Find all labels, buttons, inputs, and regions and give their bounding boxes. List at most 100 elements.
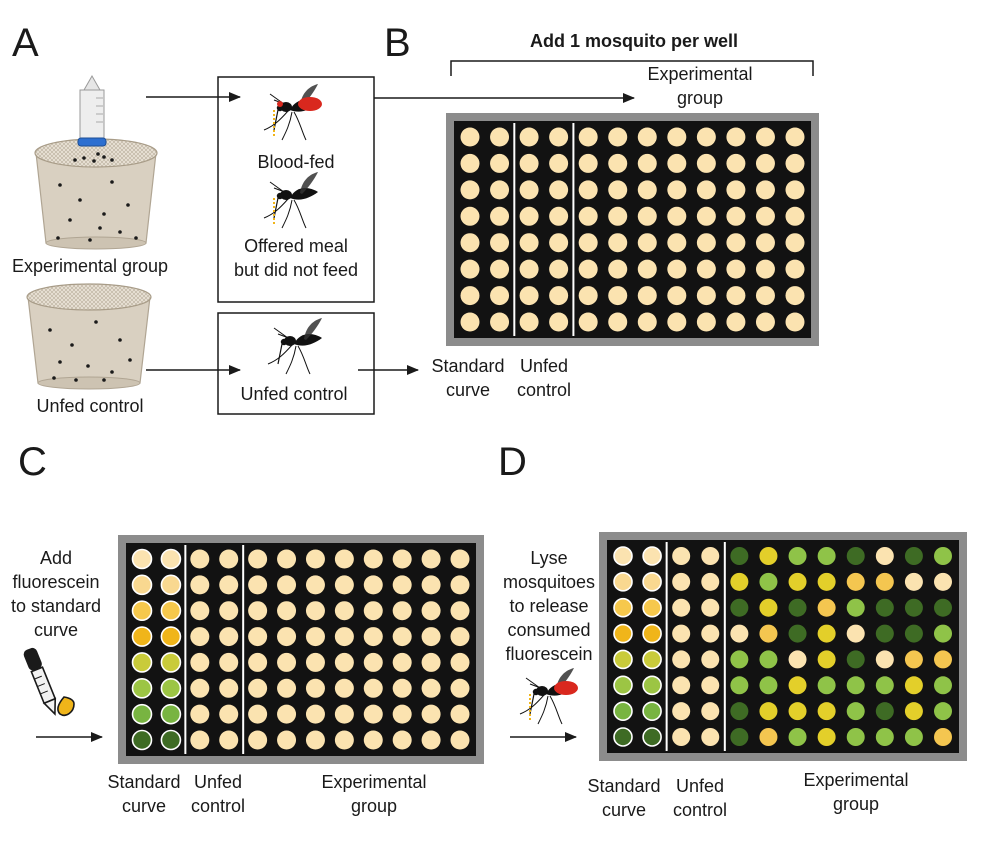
well-r5-c7: [305, 652, 325, 672]
well-r2-c3: [519, 153, 539, 173]
well-r4-c12: [934, 624, 952, 643]
d-experimental-label-line2: group: [833, 794, 879, 814]
well-r7-c7: [637, 286, 657, 306]
well-r7-c11: [421, 704, 441, 724]
c-experimental-label-line1: Experimental: [321, 772, 426, 792]
well-r3-c1: [613, 597, 633, 618]
well-r5-c8: [334, 652, 354, 672]
well-r5-c10: [726, 233, 746, 253]
well-r2-c10: [392, 575, 412, 595]
well-r7-c3: [672, 702, 691, 721]
c-experimental-label-line2: group: [351, 796, 397, 816]
well-r8-c7: [637, 312, 657, 332]
experimental-group-label: Experimental group: [12, 256, 168, 276]
well-r7-c3: [190, 704, 210, 724]
well-r8-c1: [460, 312, 480, 332]
well-r5-c11: [421, 652, 441, 672]
well-r8-c11: [904, 728, 923, 746]
well-r4-c10: [726, 206, 746, 226]
panel-label-c: C: [18, 440, 47, 484]
well-r1-c8: [334, 549, 354, 569]
well-r5-c9: [846, 650, 865, 669]
well-r5-c7: [637, 233, 657, 253]
unfed-control-label: Unfed control: [36, 396, 143, 416]
well-r7-c9: [696, 286, 716, 306]
well-r8-c12: [934, 728, 952, 746]
well-r3-c10: [392, 601, 412, 621]
well-r4-c3: [190, 627, 210, 647]
well-r1-c7: [305, 549, 325, 569]
well-r6-c10: [392, 678, 412, 698]
well-r4-c3: [519, 206, 539, 226]
well-r5-c12: [785, 233, 805, 253]
c-unfed-label-line2: control: [191, 796, 245, 816]
well-r6-c1: [460, 259, 480, 279]
well-r6-c11: [904, 676, 923, 695]
well-r3-c12: [934, 598, 952, 617]
well-r6-c4: [549, 259, 569, 279]
lysed-mosquito-icon: [519, 667, 578, 725]
well-r8-c6: [759, 728, 778, 746]
well-r8-c3: [190, 730, 210, 750]
well-r4-c10: [392, 627, 412, 647]
well-r7-c6: [608, 286, 628, 306]
d-standard-label-line1: Standard: [587, 776, 660, 796]
well-r1-c11: [755, 127, 775, 147]
well-r6-c8: [334, 678, 354, 698]
well-r8-c9: [846, 728, 865, 746]
well-r4-c6: [608, 206, 628, 226]
well-r8-c11: [421, 730, 441, 750]
well-r2-c1: [460, 153, 480, 173]
well-r8-c2: [160, 729, 182, 751]
well-r8-c5: [730, 728, 749, 746]
b-unfed-label-line2: control: [517, 380, 571, 400]
well-r8-c9: [363, 730, 383, 750]
well-r5-c11: [904, 650, 923, 669]
well-r1-c6: [277, 549, 297, 569]
well-r3-c2: [160, 600, 182, 622]
d-lyse-line1: Lyse: [530, 548, 567, 568]
well-r5-c8: [817, 650, 836, 669]
well-r1-c1: [460, 127, 480, 147]
well-r2-c3: [190, 575, 210, 595]
well-r8-c6: [277, 730, 297, 750]
plate-d: [599, 532, 967, 761]
well-r1-c10: [875, 547, 894, 565]
well-r6-c3: [519, 259, 539, 279]
well-r2-c2: [490, 153, 510, 173]
plate-body: [118, 535, 484, 764]
well-r8-c7: [305, 730, 325, 750]
well-r8-c3: [519, 312, 539, 332]
well-r7-c1: [460, 286, 480, 306]
well-r7-c7: [788, 702, 807, 721]
b-standard-label-line2: curve: [446, 380, 490, 400]
well-r8-c8: [817, 728, 836, 746]
offered-meal-label-line2: but did not feed: [234, 260, 358, 280]
well-r7-c6: [277, 704, 297, 724]
well-r5-c1: [613, 649, 633, 670]
dropper-icon: [23, 647, 57, 716]
c-add-line1: Add: [40, 548, 72, 568]
well-r7-c9: [363, 704, 383, 724]
well-r4-c8: [817, 624, 836, 643]
c-add-line2: fluorescein: [12, 572, 99, 592]
well-r8-c7: [788, 728, 807, 746]
well-r5-c1: [131, 652, 153, 673]
well-r6-c12: [934, 676, 952, 695]
well-r6-c1: [131, 677, 153, 699]
well-r3-c9: [696, 180, 716, 200]
well-r3-c5: [248, 601, 268, 621]
well-r4-c10: [875, 624, 894, 643]
well-r6-c7: [788, 676, 807, 695]
well-r4-c4: [219, 627, 239, 647]
well-r6-c6: [608, 259, 628, 279]
well-r6-c4: [219, 678, 239, 698]
experimental-bracket: [450, 60, 814, 76]
well-r2-c12: [934, 572, 952, 591]
well-r2-c3: [672, 572, 691, 591]
c-unfed-label-line1: Unfed: [194, 772, 242, 792]
well-r3-c10: [875, 598, 894, 617]
well-r5-c4: [701, 650, 720, 669]
well-r2-c1: [131, 574, 153, 596]
well-r4-c11: [755, 206, 775, 226]
